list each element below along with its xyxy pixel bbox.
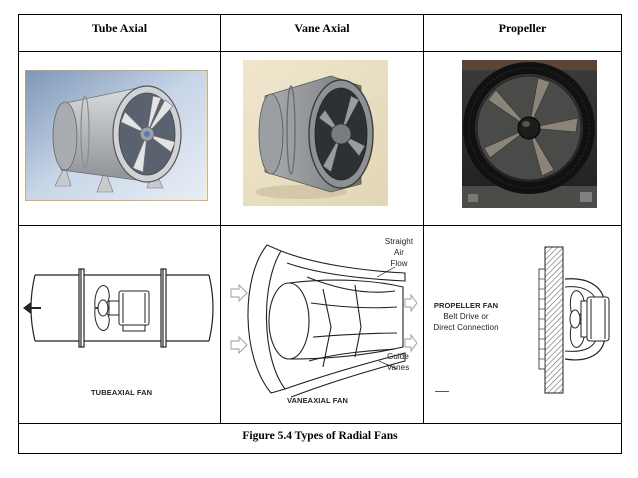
row-divider-header [19,51,621,52]
figure-caption: Figure 5.4 Types of Radial Fans [242,430,398,442]
header-tube-axial: Tube Axial [91,21,148,35]
direct-connection-label: Direct Connection [433,323,499,332]
header-vane-axial: Vane Axial [294,21,350,35]
column-divider-2 [423,15,424,423]
straight-label: Straight [384,237,414,246]
row-divider-diagrams [19,423,621,424]
propeller-fan-photo [462,60,597,208]
tubeaxial-label: TUBEAXIAL FAN [91,388,153,397]
propeller-diagram [509,239,619,399]
row-divider-photos [19,225,621,226]
vane-axial-fan-photo [243,60,388,206]
column-divider-1 [220,15,221,423]
vanes-label: Vanes [386,363,410,372]
flow-label: Flow [390,259,408,268]
propeller-fan-label: PROPELLER FAN [433,301,499,310]
tubeaxial-diagram [23,255,218,365]
vaneaxial-label: VANEAXIAL FAN [287,396,349,405]
tube-axial-fan-photo [25,70,208,201]
air-label: Air [393,248,405,257]
propeller-dash [435,391,449,392]
vaneaxial-diagram [227,237,417,423]
fan-types-table: Tube Axial Vane Axial Propeller [18,14,622,454]
guide-label: Guide [387,352,409,361]
header-propeller: Propeller [498,21,547,35]
belt-drive-label: Belt Drive or [443,312,489,321]
